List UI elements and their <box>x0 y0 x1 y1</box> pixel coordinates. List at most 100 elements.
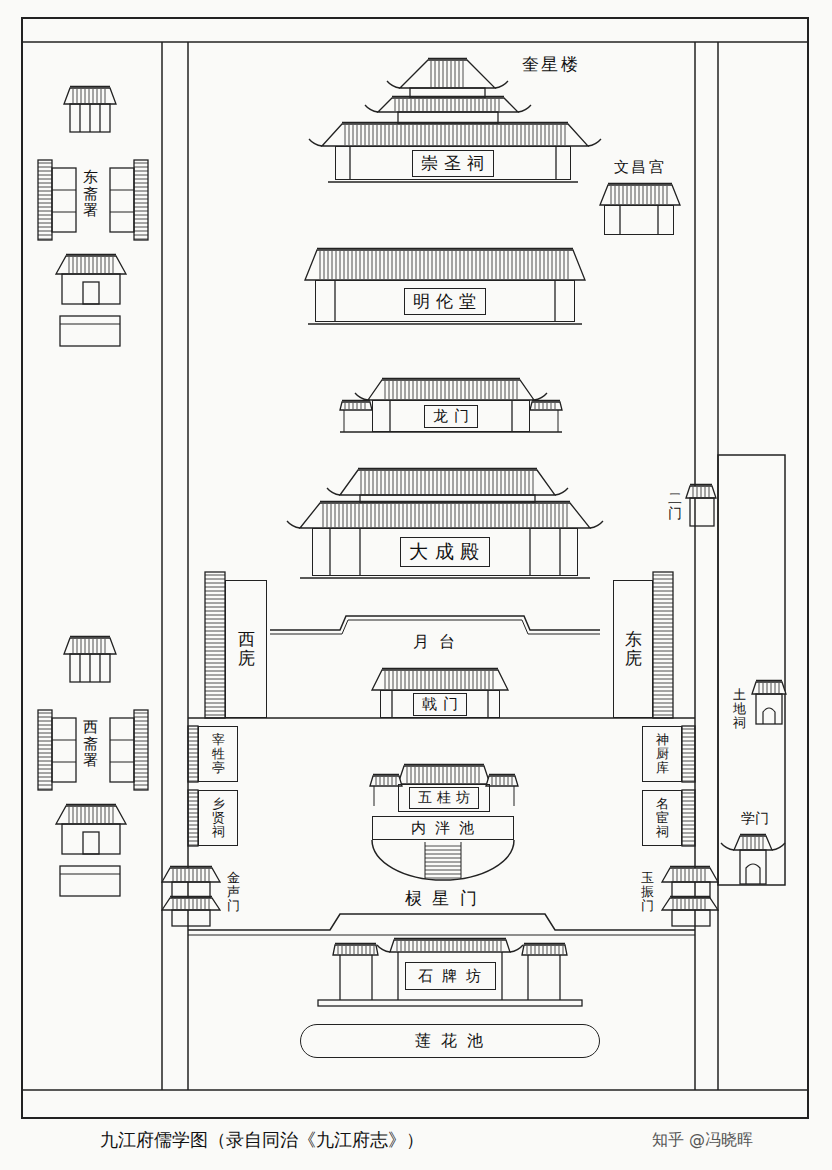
building-part <box>70 654 110 682</box>
building-part <box>188 809 198 810</box>
building-part <box>369 471 370 494</box>
building-part <box>615 186 616 204</box>
building-part <box>441 941 442 951</box>
building-part <box>457 471 458 494</box>
building-part <box>359 504 360 527</box>
building-part <box>497 381 498 399</box>
building-part <box>335 943 376 945</box>
roof <box>162 868 220 882</box>
building-part <box>475 99 476 111</box>
building-part <box>489 774 515 776</box>
building-part <box>101 639 102 653</box>
building-part <box>345 125 346 145</box>
roof <box>662 868 718 882</box>
building-part <box>89 654 90 682</box>
building-part <box>188 729 198 730</box>
building-part <box>38 737 52 738</box>
eave <box>590 521 603 528</box>
building-part <box>455 61 456 87</box>
building-part <box>205 639 225 640</box>
building-part <box>701 899 702 909</box>
roof <box>662 898 718 910</box>
gate: 龙门 <box>372 400 530 432</box>
building-part <box>682 749 695 750</box>
building-part <box>435 99 436 111</box>
building-part <box>471 99 472 111</box>
building-part <box>463 504 464 527</box>
building-part <box>465 125 466 145</box>
building-part <box>38 183 52 184</box>
building-name: 棂星门 <box>395 887 489 910</box>
building-part <box>557 125 558 145</box>
eave <box>355 393 368 400</box>
building-part <box>377 125 378 145</box>
building-part <box>38 713 52 714</box>
building-part <box>401 941 402 951</box>
building-part <box>432 251 433 279</box>
roof <box>372 670 508 690</box>
building-part <box>38 753 52 754</box>
building-part <box>205 711 225 712</box>
building-part <box>535 946 536 954</box>
building-part <box>543 504 544 527</box>
building-part <box>134 749 148 750</box>
building-part <box>83 832 99 854</box>
building-part <box>425 846 461 847</box>
building-part <box>567 504 568 527</box>
building-part <box>477 671 478 689</box>
building-part <box>397 125 398 145</box>
building-part <box>751 837 752 849</box>
building-part <box>443 767 444 783</box>
building-part <box>38 195 52 196</box>
building-part <box>60 316 120 346</box>
building-part <box>197 899 198 909</box>
building-part <box>423 99 424 111</box>
building-part <box>134 175 148 176</box>
building-part <box>134 223 148 224</box>
building-part <box>205 667 225 668</box>
building-name: 玉振门 <box>641 871 654 914</box>
building-part <box>561 125 562 145</box>
roof <box>522 945 567 955</box>
building-part <box>401 125 402 145</box>
building-part <box>509 471 510 494</box>
building-part <box>344 251 345 279</box>
building-part <box>428 58 467 60</box>
building-part <box>38 211 52 212</box>
building-part <box>445 671 446 689</box>
building-part <box>38 187 52 188</box>
building-part <box>370 946 371 954</box>
building-part <box>682 765 695 766</box>
building-part <box>407 99 408 111</box>
building-part <box>134 729 148 730</box>
building-part <box>431 767 432 783</box>
building-part <box>484 251 485 279</box>
building-part <box>551 946 552 954</box>
building-part <box>38 777 52 778</box>
roof <box>752 682 786 694</box>
building-name: 东斋署 <box>83 169 98 219</box>
building-part <box>170 866 212 868</box>
building-part <box>440 251 441 279</box>
side-hall: 东庑 <box>613 580 653 718</box>
building-part <box>375 504 376 527</box>
building-part <box>205 687 225 688</box>
building-part <box>483 504 484 527</box>
building-part <box>385 471 386 494</box>
building-part <box>357 403 358 409</box>
side-house: 乡贤祠 <box>198 790 238 846</box>
building-part <box>682 753 695 754</box>
building-part <box>189 869 190 881</box>
building-part <box>201 869 202 881</box>
building-part <box>553 125 554 145</box>
building-name: 二门 <box>668 491 682 522</box>
building-part <box>655 186 656 204</box>
building-part <box>473 671 474 689</box>
building-part <box>134 167 148 168</box>
building-part <box>521 125 522 145</box>
building-part <box>188 821 198 822</box>
building-part <box>453 671 454 689</box>
building-part <box>535 504 536 527</box>
building-part <box>105 89 106 103</box>
building-part <box>441 125 442 145</box>
